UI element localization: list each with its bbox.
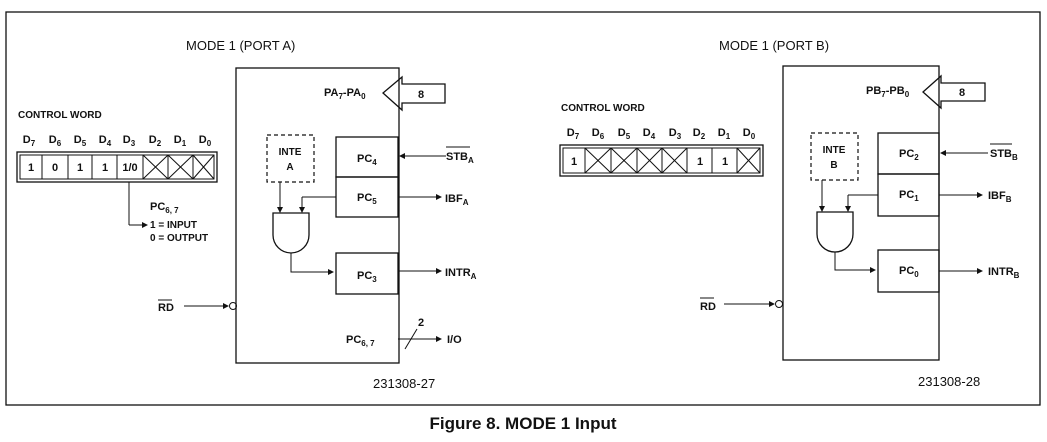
port-b-stb-signal: STBB xyxy=(990,148,1018,162)
port-a-bit-value: 1 xyxy=(77,162,83,174)
pc67-label: PC6, 7 xyxy=(150,201,179,215)
port-b-dont-care-cell xyxy=(584,147,612,174)
port-b-bit-headers: D7 D6 D5 D4 D3 D2 D1 D0 xyxy=(567,127,756,141)
port-b-bit-value: 1 xyxy=(697,156,703,168)
port-a-io-pins-label: PC6, 7 xyxy=(346,334,375,348)
figure-caption: Figure 8. MODE 1 Input xyxy=(429,414,616,433)
port-a-title: MODE 1 (PORT A) xyxy=(186,38,295,53)
port-a-pc5-label: PC5 xyxy=(357,192,377,206)
port-b-bus-width: 8 xyxy=(959,87,965,99)
port-a-rd-label: RD xyxy=(158,302,174,314)
port-a-dont-care-cell xyxy=(142,154,169,180)
port-a-bit-header: D3 xyxy=(123,134,136,148)
port-b-dont-care-cell xyxy=(736,147,761,174)
port-b-control-word-label: CONTROL WORD xyxy=(561,103,645,114)
port-b-bus-arrow: 8 xyxy=(922,74,986,110)
port-b-bit-header: D3 xyxy=(669,127,682,141)
port-a-bit-header: D4 xyxy=(99,134,112,148)
port-a-inte-flipflop xyxy=(266,134,315,183)
port-a-control-word-register: 1 0 1 1 1/0 xyxy=(16,151,218,183)
port-a-bit-value: 1 xyxy=(28,162,34,174)
port-b-block xyxy=(782,65,940,361)
port-b-dont-care-cell xyxy=(610,147,638,174)
port-b-dont-care-cell xyxy=(636,147,663,174)
port-b-bit-header: D1 xyxy=(718,127,731,141)
port-b-bit-value: 1 xyxy=(571,156,577,168)
port-a-intr-signal: INTRA xyxy=(445,267,477,281)
port-a-bus-arrow: 8 xyxy=(382,75,446,112)
port-b-bit-header: D7 xyxy=(567,127,580,141)
port-a-bit-header: D1 xyxy=(174,134,187,148)
port-b-inte-flipflop xyxy=(810,132,859,181)
port-a-panel: MODE 1 (PORT A) CONTROL WORD D7 D6 D5 D4… xyxy=(16,38,477,391)
port-a-bit-value: 1/0 xyxy=(122,162,137,174)
port-a-figure-ref: 231308-27 xyxy=(373,376,435,391)
port-a-bit-header: D7 xyxy=(23,134,36,148)
port-a-pc3-box xyxy=(335,252,399,295)
port-b-pc0-label: PC0 xyxy=(899,265,919,279)
port-b-pc1-label: PC1 xyxy=(899,189,919,203)
port-b-bus-label: PB7-PB0 xyxy=(866,85,910,99)
port-a-bus-width: 8 xyxy=(418,89,424,101)
port-a-inte-text: A xyxy=(286,162,293,173)
port-b-panel: MODE 1 (PORT B) CONTROL WORD D7 D6 D5 D4… xyxy=(559,38,1020,389)
port-b-ibf-signal: IBFB xyxy=(988,190,1012,204)
port-a-control-word-label: CONTROL WORD xyxy=(18,110,102,121)
port-a-inte-text: INTE xyxy=(279,147,302,158)
port-a-bit-header: D5 xyxy=(74,134,87,148)
pc67-input-text: 1 = INPUT xyxy=(150,220,197,231)
port-b-bit-header: D0 xyxy=(743,127,756,141)
port-a-bit-header: D0 xyxy=(199,134,212,148)
port-b-bit-header: D2 xyxy=(693,127,706,141)
port-a-pc67-note: PC6, 7 1 = INPUT 0 = OUTPUT xyxy=(128,182,208,244)
port-a-io-count: 2 xyxy=(418,317,424,329)
port-a-dont-care-cell xyxy=(167,154,194,180)
port-a-bus-label: PA7-PA0 xyxy=(324,87,366,101)
port-a-bit-value: 0 xyxy=(52,162,58,174)
port-a-and-gate xyxy=(272,212,310,254)
port-b-control-word-register: 1 1 1 xyxy=(559,144,764,177)
port-b-pc2-label: PC2 xyxy=(899,148,919,162)
port-b-bit-header: D6 xyxy=(592,127,605,141)
port-b-title: MODE 1 (PORT B) xyxy=(719,38,829,53)
pc67-output-text: 0 = OUTPUT xyxy=(150,233,208,244)
port-b-and-gate xyxy=(816,211,854,253)
port-b-bit-header: D5 xyxy=(618,127,631,141)
port-b-intr-signal: INTRB xyxy=(988,266,1020,280)
port-a-stb-signal: STBA xyxy=(446,151,474,165)
port-b-bit-header: D4 xyxy=(643,127,656,141)
port-b-rd-label: RD xyxy=(700,301,716,313)
port-a-bit-header: D2 xyxy=(149,134,162,148)
port-b-dont-care-cell xyxy=(661,147,688,174)
port-a-dont-care-cell xyxy=(192,154,215,180)
port-a-ibf-signal: IBFA xyxy=(445,193,469,207)
port-a-pc4-label: PC4 xyxy=(357,153,377,167)
port-b-inte-text: INTE xyxy=(823,145,846,156)
port-a-bit-value: 1 xyxy=(102,162,108,174)
port-a-io-label: I/O xyxy=(447,334,462,346)
port-b-figure-ref: 231308-28 xyxy=(918,374,980,389)
port-a-block xyxy=(235,67,400,364)
port-a-pc3-label: PC3 xyxy=(357,270,377,284)
port-a-bit-header: D6 xyxy=(49,134,62,148)
port-b-bit-value: 1 xyxy=(722,156,728,168)
figure-frame xyxy=(5,11,1041,406)
port-a-bit-headers: D7 D6 D5 D4 D3 D2 D1 D0 xyxy=(23,134,212,148)
port-b-inte-text: B xyxy=(830,160,837,171)
